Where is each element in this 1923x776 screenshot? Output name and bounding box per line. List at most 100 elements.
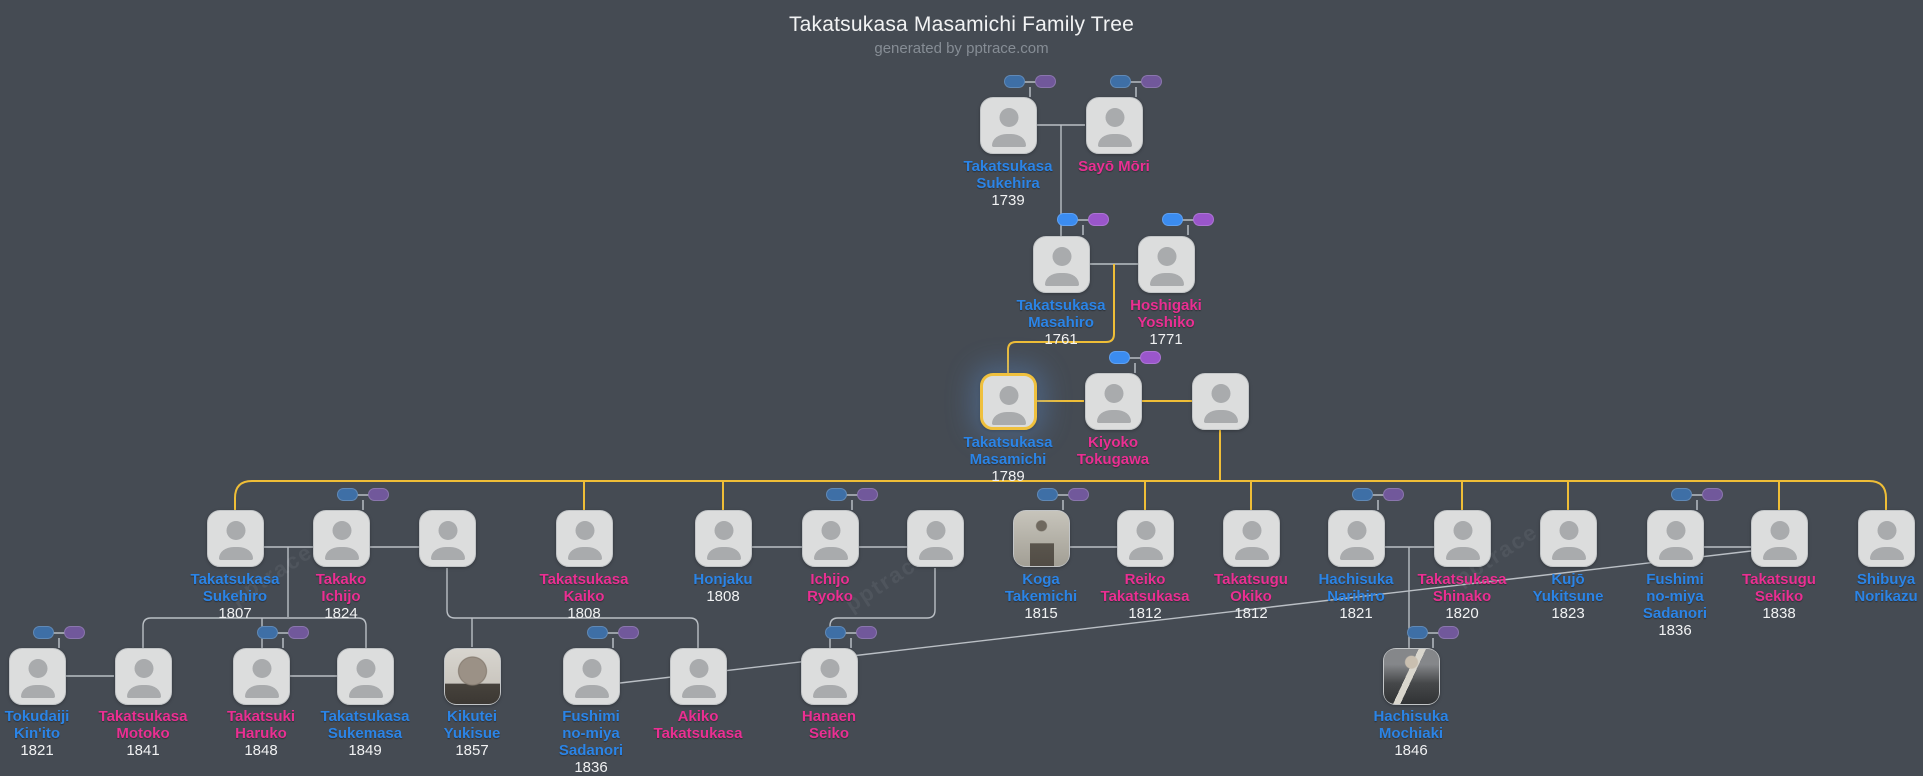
card-takatsugu-okiko[interactable] xyxy=(1223,510,1280,567)
person-name: Hachisuka Narihiro xyxy=(1318,571,1394,605)
person-icon xyxy=(234,649,289,704)
person-name: Shibuya Norikazu xyxy=(1854,571,1918,605)
label-takatsukasa-sukemasa: Takatsukasa Sukemasa 1849 xyxy=(305,708,425,759)
label-reiko-takatsukasa: Reiko Takatsukasa 1812 xyxy=(1085,571,1205,622)
parents-mini-nodes-narihiro xyxy=(1352,488,1404,510)
father-mini-node[interactable] xyxy=(1110,75,1131,88)
parents-mini-nodes-yoshiko xyxy=(1162,213,1214,235)
card-hachisuka-mochiaki[interactable] xyxy=(1383,648,1440,705)
person-icon xyxy=(696,511,751,566)
card-kiyoko-tokugawa[interactable] xyxy=(1085,373,1142,430)
card-takatsukasa-masamichi-focal[interactable] xyxy=(980,373,1037,430)
mother-mini-node[interactable] xyxy=(1035,75,1056,88)
card-takatsukasa-shinako[interactable] xyxy=(1434,510,1491,567)
chart-subtitle: generated by pptrace.com xyxy=(874,40,1049,57)
birth-year: 1821 xyxy=(1339,605,1373,622)
person-name: Tokudaiji Kin'ito xyxy=(4,708,70,742)
birth-year: 1823 xyxy=(1551,605,1585,622)
father-mini-node[interactable] xyxy=(1407,626,1428,639)
label-kujo-yukitsune: Kujō Yukitsune 1823 xyxy=(1508,571,1628,622)
label-fushimi-no-miya-sadanori-gen5: Fushimi no-miya Sadanori 1836 xyxy=(531,708,651,776)
mother-mini-node[interactable] xyxy=(1193,213,1214,226)
label-takatsukasa-kaiko: Takatsukasa Kaiko 1808 xyxy=(524,571,644,622)
father-mini-node[interactable] xyxy=(33,626,54,639)
card-takatsukasa-sukehira[interactable] xyxy=(980,97,1037,154)
card-koga-takemichi[interactable] xyxy=(1013,510,1070,567)
person-name: Sayō Mōri xyxy=(1078,158,1150,175)
card-takatsukasa-masahiro[interactable] xyxy=(1033,236,1090,293)
mother-mini-node[interactable] xyxy=(856,626,877,639)
card-unknown-spouse-1[interactable] xyxy=(1192,373,1249,430)
label-akiko-takatsukasa: Akiko Takatsukasa xyxy=(638,708,758,742)
parents-mini-nodes-sayo xyxy=(1110,75,1162,97)
card-takako-ichijo[interactable] xyxy=(313,510,370,567)
father-mini-node[interactable] xyxy=(1162,213,1183,226)
parents-mini-nodes-koga xyxy=(1037,488,1089,510)
mother-mini-node[interactable] xyxy=(1088,213,1109,226)
focal-descent-lines xyxy=(234,264,1887,510)
mother-mini-node[interactable] xyxy=(857,488,878,501)
card-takatsukasa-motoko[interactable] xyxy=(115,648,172,705)
card-shibuya-norikazu[interactable] xyxy=(1858,510,1915,567)
card-sayo-mori[interactable] xyxy=(1086,97,1143,154)
mother-mini-node[interactable] xyxy=(1702,488,1723,501)
mother-mini-node[interactable] xyxy=(1383,488,1404,501)
birth-year: 1815 xyxy=(1024,605,1058,622)
mother-mini-node[interactable] xyxy=(1438,626,1459,639)
mother-mini-node[interactable] xyxy=(1141,75,1162,88)
father-mini-node[interactable] xyxy=(1671,488,1692,501)
card-hachisuka-narihiro[interactable] xyxy=(1328,510,1385,567)
card-hoshigaki-yoshiko[interactable] xyxy=(1138,236,1195,293)
mother-mini-node[interactable] xyxy=(368,488,389,501)
card-takatsukasa-sukemasa[interactable] xyxy=(337,648,394,705)
person-name: Fushimi no-miya Sadanori xyxy=(1642,571,1708,622)
card-kujo-yukitsune[interactable] xyxy=(1540,510,1597,567)
label-sayo-mori: Sayō Mōri xyxy=(1054,158,1174,175)
person-icon xyxy=(1034,237,1089,292)
father-mini-node[interactable] xyxy=(337,488,358,501)
label-kiyoko-tokugawa: Kiyoko Tokugawa xyxy=(1053,434,1173,468)
label-hachisuka-narihiro: Hachisuka Narihiro 1821 xyxy=(1296,571,1416,622)
father-mini-node[interactable] xyxy=(1004,75,1025,88)
mother-mini-node[interactable] xyxy=(618,626,639,639)
card-takatsukasa-kaiko[interactable] xyxy=(556,510,613,567)
mother-mini-node[interactable] xyxy=(1140,351,1161,364)
birth-year: 1849 xyxy=(348,742,382,759)
person-icon xyxy=(1086,374,1141,429)
card-honjaku[interactable] xyxy=(695,510,752,567)
card-fushimi-no-miya-sadanori-gen5[interactable] xyxy=(563,648,620,705)
mother-mini-node[interactable] xyxy=(288,626,309,639)
card-fushimi-no-miya-sadanori-gen4[interactable] xyxy=(1647,510,1704,567)
label-takatsukasa-shinako: Takatsukasa Shinako 1820 xyxy=(1402,571,1522,622)
father-mini-node[interactable] xyxy=(1037,488,1058,501)
person-icon xyxy=(338,649,393,704)
father-mini-node[interactable] xyxy=(825,626,846,639)
father-mini-node[interactable] xyxy=(1109,351,1130,364)
mother-mini-node[interactable] xyxy=(1068,488,1089,501)
person-icon xyxy=(420,511,475,566)
father-mini-node[interactable] xyxy=(826,488,847,501)
card-takatsugu-sekiko[interactable] xyxy=(1751,510,1808,567)
card-reiko-takatsukasa[interactable] xyxy=(1117,510,1174,567)
portrait-photo xyxy=(445,649,500,704)
mother-mini-node[interactable] xyxy=(64,626,85,639)
card-kikutei-yukisue[interactable] xyxy=(444,648,501,705)
person-icon xyxy=(1435,511,1490,566)
father-mini-node[interactable] xyxy=(1057,213,1078,226)
label-takatsukasa-motoko: Takatsukasa Motoko 1841 xyxy=(83,708,203,759)
person-icon xyxy=(1193,374,1248,429)
portrait-photo xyxy=(1014,511,1069,566)
card-akiko-takatsukasa[interactable] xyxy=(670,648,727,705)
card-unknown-spouse-3[interactable] xyxy=(907,510,964,567)
card-tokudaiji-kinito[interactable] xyxy=(9,648,66,705)
father-mini-node[interactable] xyxy=(257,626,278,639)
card-ichijo-ryoko[interactable] xyxy=(802,510,859,567)
card-takatsukasa-sukehiro[interactable] xyxy=(207,510,264,567)
person-name: Takatsukasa Shinako xyxy=(1417,571,1507,605)
card-unknown-spouse-2[interactable] xyxy=(419,510,476,567)
parents-mini-nodes-hanaen xyxy=(825,626,877,648)
father-mini-node[interactable] xyxy=(1352,488,1373,501)
father-mini-node[interactable] xyxy=(587,626,608,639)
card-takatsuki-haruko[interactable] xyxy=(233,648,290,705)
card-hanaen-seiko[interactable] xyxy=(801,648,858,705)
